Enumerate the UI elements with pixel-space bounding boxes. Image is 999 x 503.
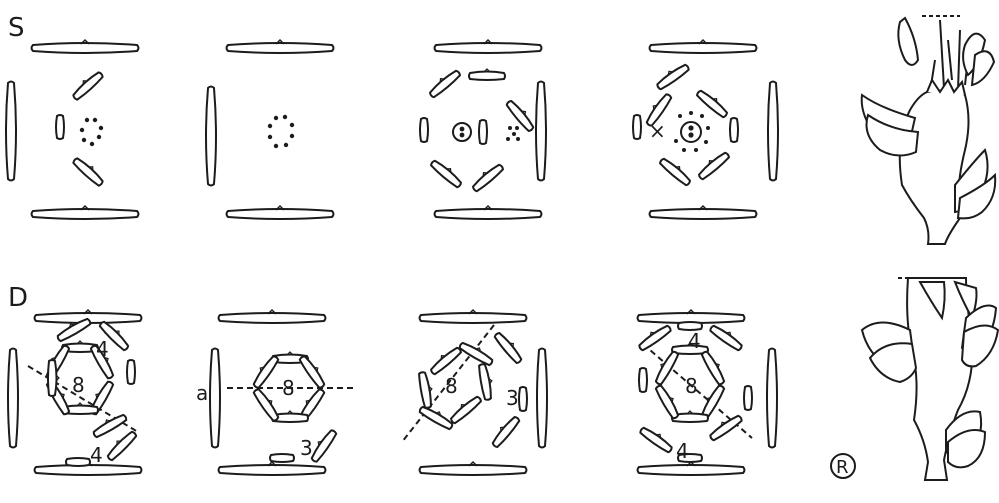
s4-cross-mark: × [649,119,666,143]
diagram-s3 [420,40,546,219]
d2-left-number: a [196,381,208,405]
d4-lower-number: 4 [676,439,689,463]
diagram-s1 [6,40,139,219]
diagram-d1: 4 8 4 [8,310,142,475]
row-label-d: D [8,283,28,313]
diagram-d4: 4 8 4 [636,310,777,475]
d1-lower-number: 4 [90,443,103,467]
d4-center-number: 8 [685,374,698,398]
stamen-dots [80,118,103,146]
monogram-letter: R [836,457,849,478]
inflorescence-sketch-bottom [862,278,998,480]
d1-upper-number: 4 [96,337,109,361]
inflorescence-sketch-top [862,16,996,244]
row-label-s: S [8,13,25,43]
diagram-s2 [206,40,334,219]
stamen-dots [506,126,520,141]
d4-upper-number: 4 [688,329,701,353]
stamen-dots [674,111,710,152]
d2-lower-number: 3 [300,436,313,460]
d3-right-number: 3 [506,386,519,410]
d3-center-number: 8 [445,374,458,398]
d1-center-number: 8 [72,373,85,397]
d2-center-number: 8 [282,376,295,400]
diagram-d3: 8 3 [402,310,547,475]
diagram-d2: a 8 3 [196,310,355,475]
stamen-dots [268,115,294,148]
monogram-seal: R [831,454,855,478]
diagram-s4: × [633,40,778,219]
